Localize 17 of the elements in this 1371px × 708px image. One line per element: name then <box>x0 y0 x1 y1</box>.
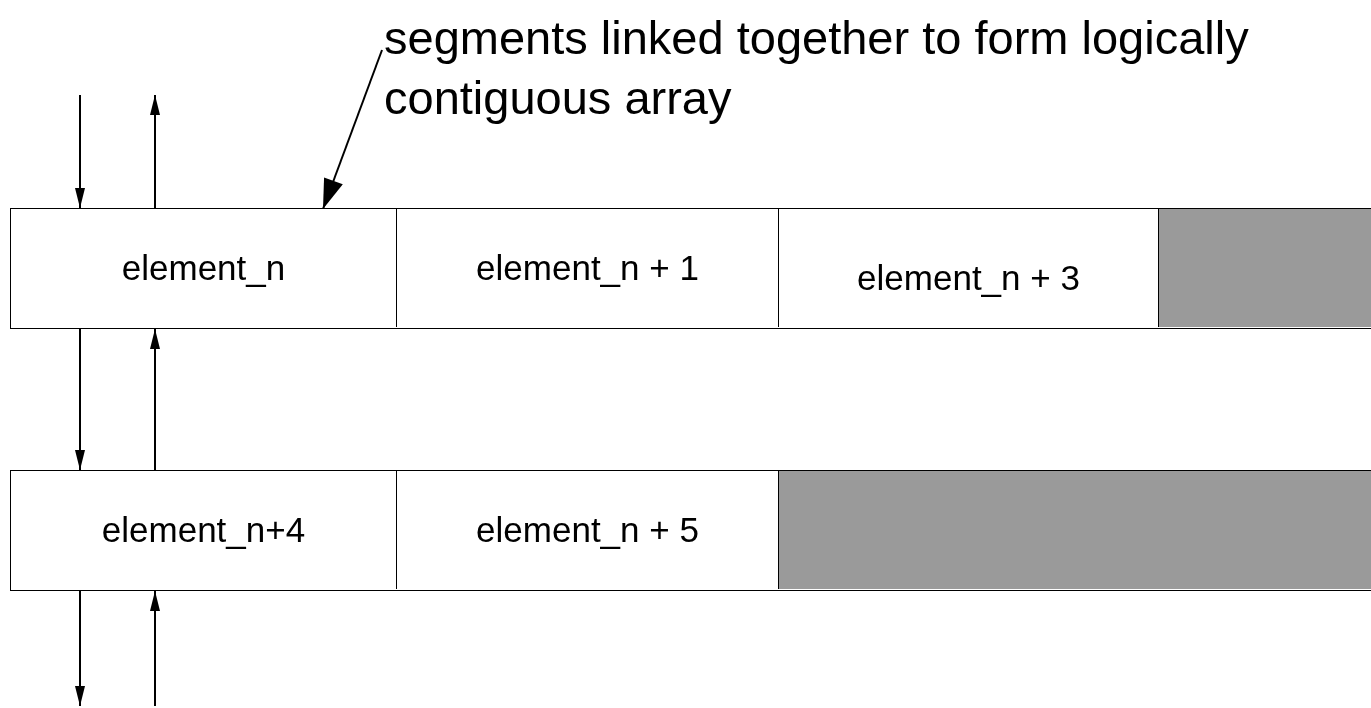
unused-space-bar <box>1158 209 1371 327</box>
element-label: element_n + 5 <box>476 510 699 550</box>
element-label: element_n + 3 <box>857 257 1080 298</box>
arrow <box>150 590 160 707</box>
annotation-text: segments linked together to form logically contiguous array <box>384 10 1250 126</box>
arrow <box>75 94 85 209</box>
arrow <box>150 94 160 209</box>
element-label: element_n+4 <box>101 510 306 550</box>
arrow <box>75 590 85 707</box>
segment-box <box>10 208 1371 329</box>
unused-space-bar <box>778 471 1371 589</box>
arrow <box>75 328 85 471</box>
segment-box <box>10 470 1371 591</box>
leader-line <box>322 49 383 210</box>
element-label: element_n + 1 <box>476 248 699 288</box>
element-label: element_n <box>121 248 286 288</box>
arrow <box>150 328 160 471</box>
